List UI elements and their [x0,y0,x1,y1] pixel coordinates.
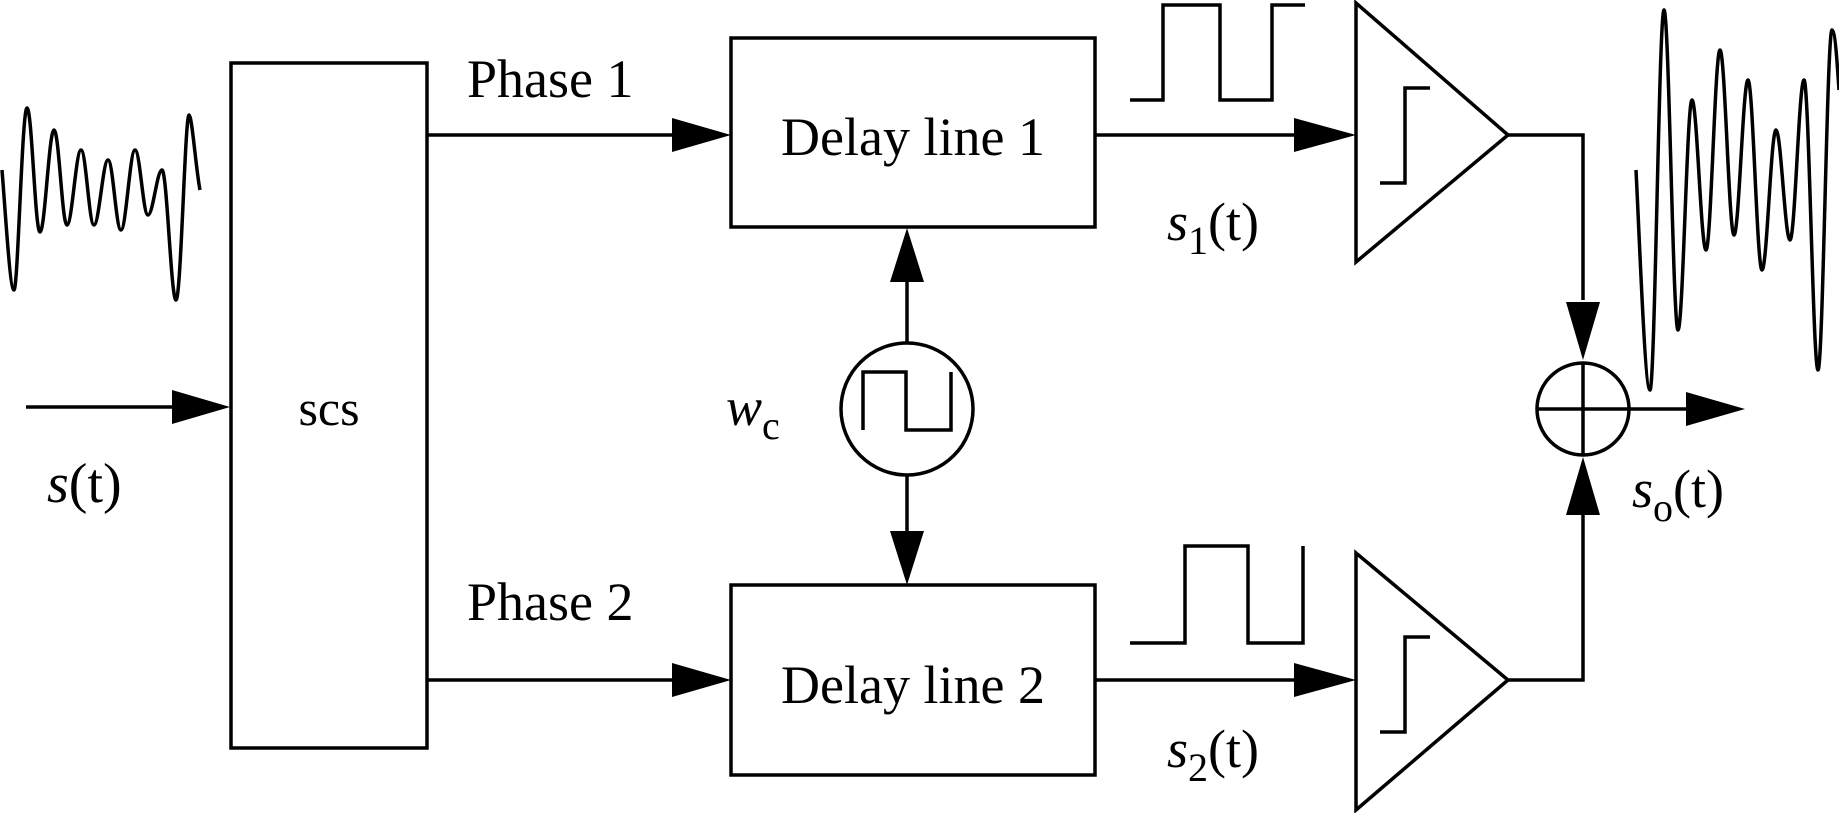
phase-1-label: Phase 1 [467,49,633,109]
s2-arg: (t) [1208,719,1259,779]
output-signal-var: s [1632,459,1653,519]
output-signal-arg: (t) [1673,459,1724,519]
output-signal-label: so(t) [1632,459,1724,530]
clock-frequency-sub: c [762,403,780,448]
input-waveform [0,106,202,302]
s1-label: s1(t) [1167,192,1259,263]
phase-2-label: Phase 2 [467,572,633,632]
delay-line-2-label: Delay line 2 [781,655,1045,715]
comparator-1-output-line [1508,133,1585,300]
input-signal-arg: (t) [69,453,122,515]
clock-square-wave-icon [861,370,953,432]
clock-frequency-var: w [726,377,762,437]
comparator-2-triangle [1354,549,1511,813]
output-signal-sub: o [1653,485,1673,530]
comparator-1-step-icon [1380,86,1430,185]
pulse-train-1 [1130,3,1305,102]
clock-up-arrowhead [890,228,924,282]
comparator-2-output-line [1508,515,1585,682]
s2-label: s2(t) [1167,719,1259,790]
s2-arrowhead [1294,663,1356,697]
s1-arrowhead [1294,118,1356,152]
pulse-train-2 [1130,544,1305,645]
input-arrowhead [172,390,230,424]
summer-bottom-arrowhead [1566,457,1600,515]
s1-sub: 1 [1188,218,1208,263]
s2-var: s [1167,719,1188,779]
comparator-1-triangle [1354,0,1511,266]
scs-label: scs [298,380,359,436]
input-signal-label: s(t) [47,453,122,515]
s1-var: s [1167,192,1188,252]
output-waveform [1634,8,1839,392]
s1-arg: (t) [1208,192,1259,252]
scs-block [229,61,429,750]
clock-frequency-label: wc [726,377,780,448]
phase-2-arrowhead [672,663,731,697]
output-arrowhead [1686,392,1745,426]
delay-line-1-label: Delay line 1 [781,107,1045,167]
clock-down-arrowhead [890,531,924,585]
s2-sub: 2 [1188,745,1208,790]
clock-source-circle [839,341,975,477]
summer-top-arrowhead [1566,302,1600,360]
delay-line-1-block [729,36,1097,229]
input-signal-var: s [47,453,69,515]
comparator-2-step-icon [1380,635,1430,734]
phase-1-arrowhead [672,118,731,152]
